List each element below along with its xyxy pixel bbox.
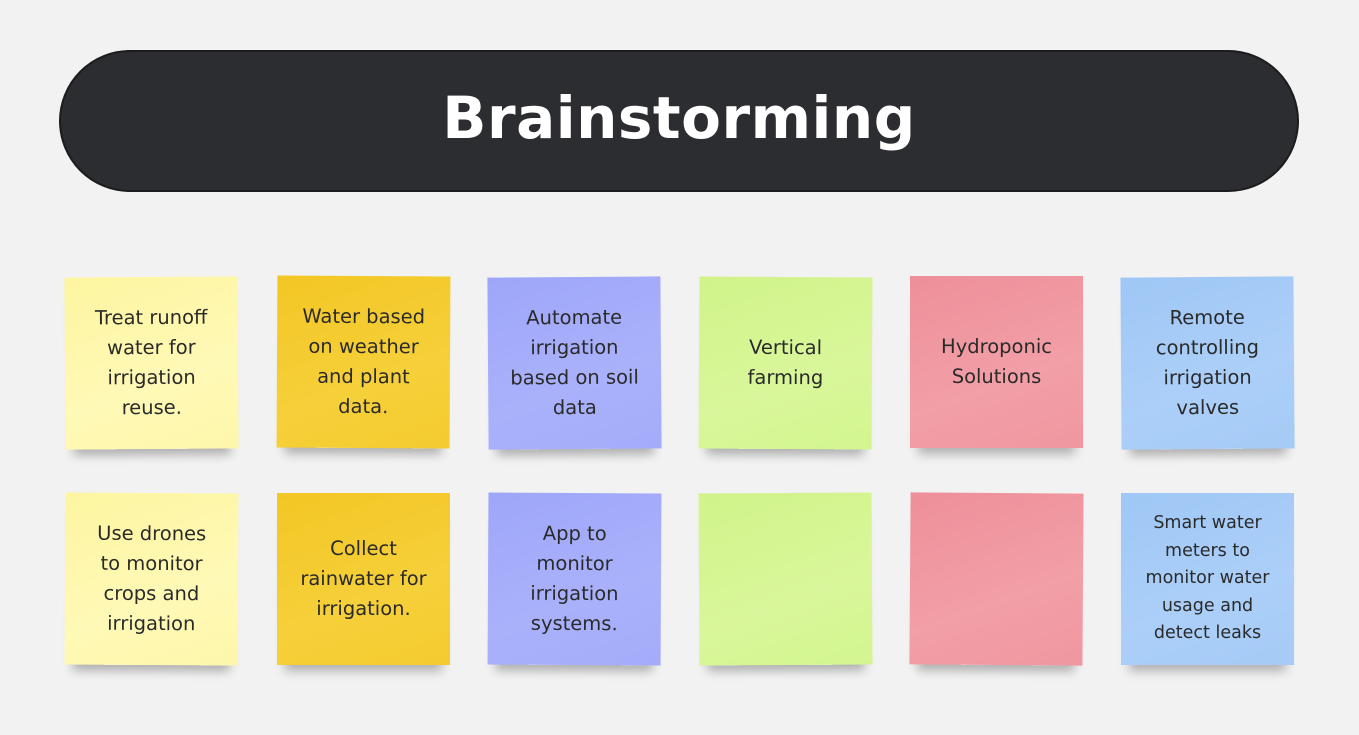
sticky-note-text: Treat runoff water for irrigation reuse. <box>94 305 208 420</box>
sticky-note-automate-irrigation[interactable]: Automate irrigation based on soil data <box>487 276 662 450</box>
sticky-note-text: Vertical farming <box>747 335 824 390</box>
sticky-note-text: App to monitor irrigation systems. <box>530 521 619 636</box>
sticky-note-app-to-monitor[interactable]: App to monitor irrigation systems. <box>487 492 662 666</box>
sticky-note-text: Hydroponic Solutions <box>941 335 1052 388</box>
board-title: Brainstorming <box>442 84 916 152</box>
sticky-note-text: Use drones to monitor crops and irrigati… <box>97 521 207 636</box>
sticky-note-use-drones[interactable]: Use drones to monitor crops and irrigati… <box>64 492 239 666</box>
sticky-note-text: Smart water meters to monitor water usag… <box>1145 513 1270 644</box>
sticky-note-hydroponic-solutions[interactable]: Hydroponic Solutions <box>910 276 1083 448</box>
sticky-note-text: Collect rainwater for irrigation. <box>300 537 427 620</box>
sticky-note-text: Remote controlling irrigation valves <box>1155 305 1260 420</box>
sticky-note-collect-rainwater[interactable]: Collect rainwater for irrigation. <box>277 493 450 665</box>
sticky-note-remote-controlling[interactable]: Remote controlling irrigation valves <box>1120 276 1295 450</box>
sticky-note-empty-pink[interactable] <box>909 492 1084 666</box>
sticky-note-text: Automate irrigation based on soil data <box>510 305 639 420</box>
sticky-note-water-based-on-weather[interactable]: Water based on weather and plant data. <box>276 275 451 449</box>
sticky-note-smart-water-meters[interactable]: Smart water meters to monitor water usag… <box>1121 493 1294 665</box>
sticky-note-vertical-farming[interactable]: Vertical farming <box>698 276 873 450</box>
sticky-note-treat-runoff[interactable]: Treat runoff water for irrigation reuse. <box>64 276 239 450</box>
title-banner: Brainstorming <box>59 50 1299 192</box>
sticky-note-text: Water based on weather and plant data. <box>302 304 426 419</box>
sticky-note-empty-lime[interactable] <box>698 492 873 666</box>
